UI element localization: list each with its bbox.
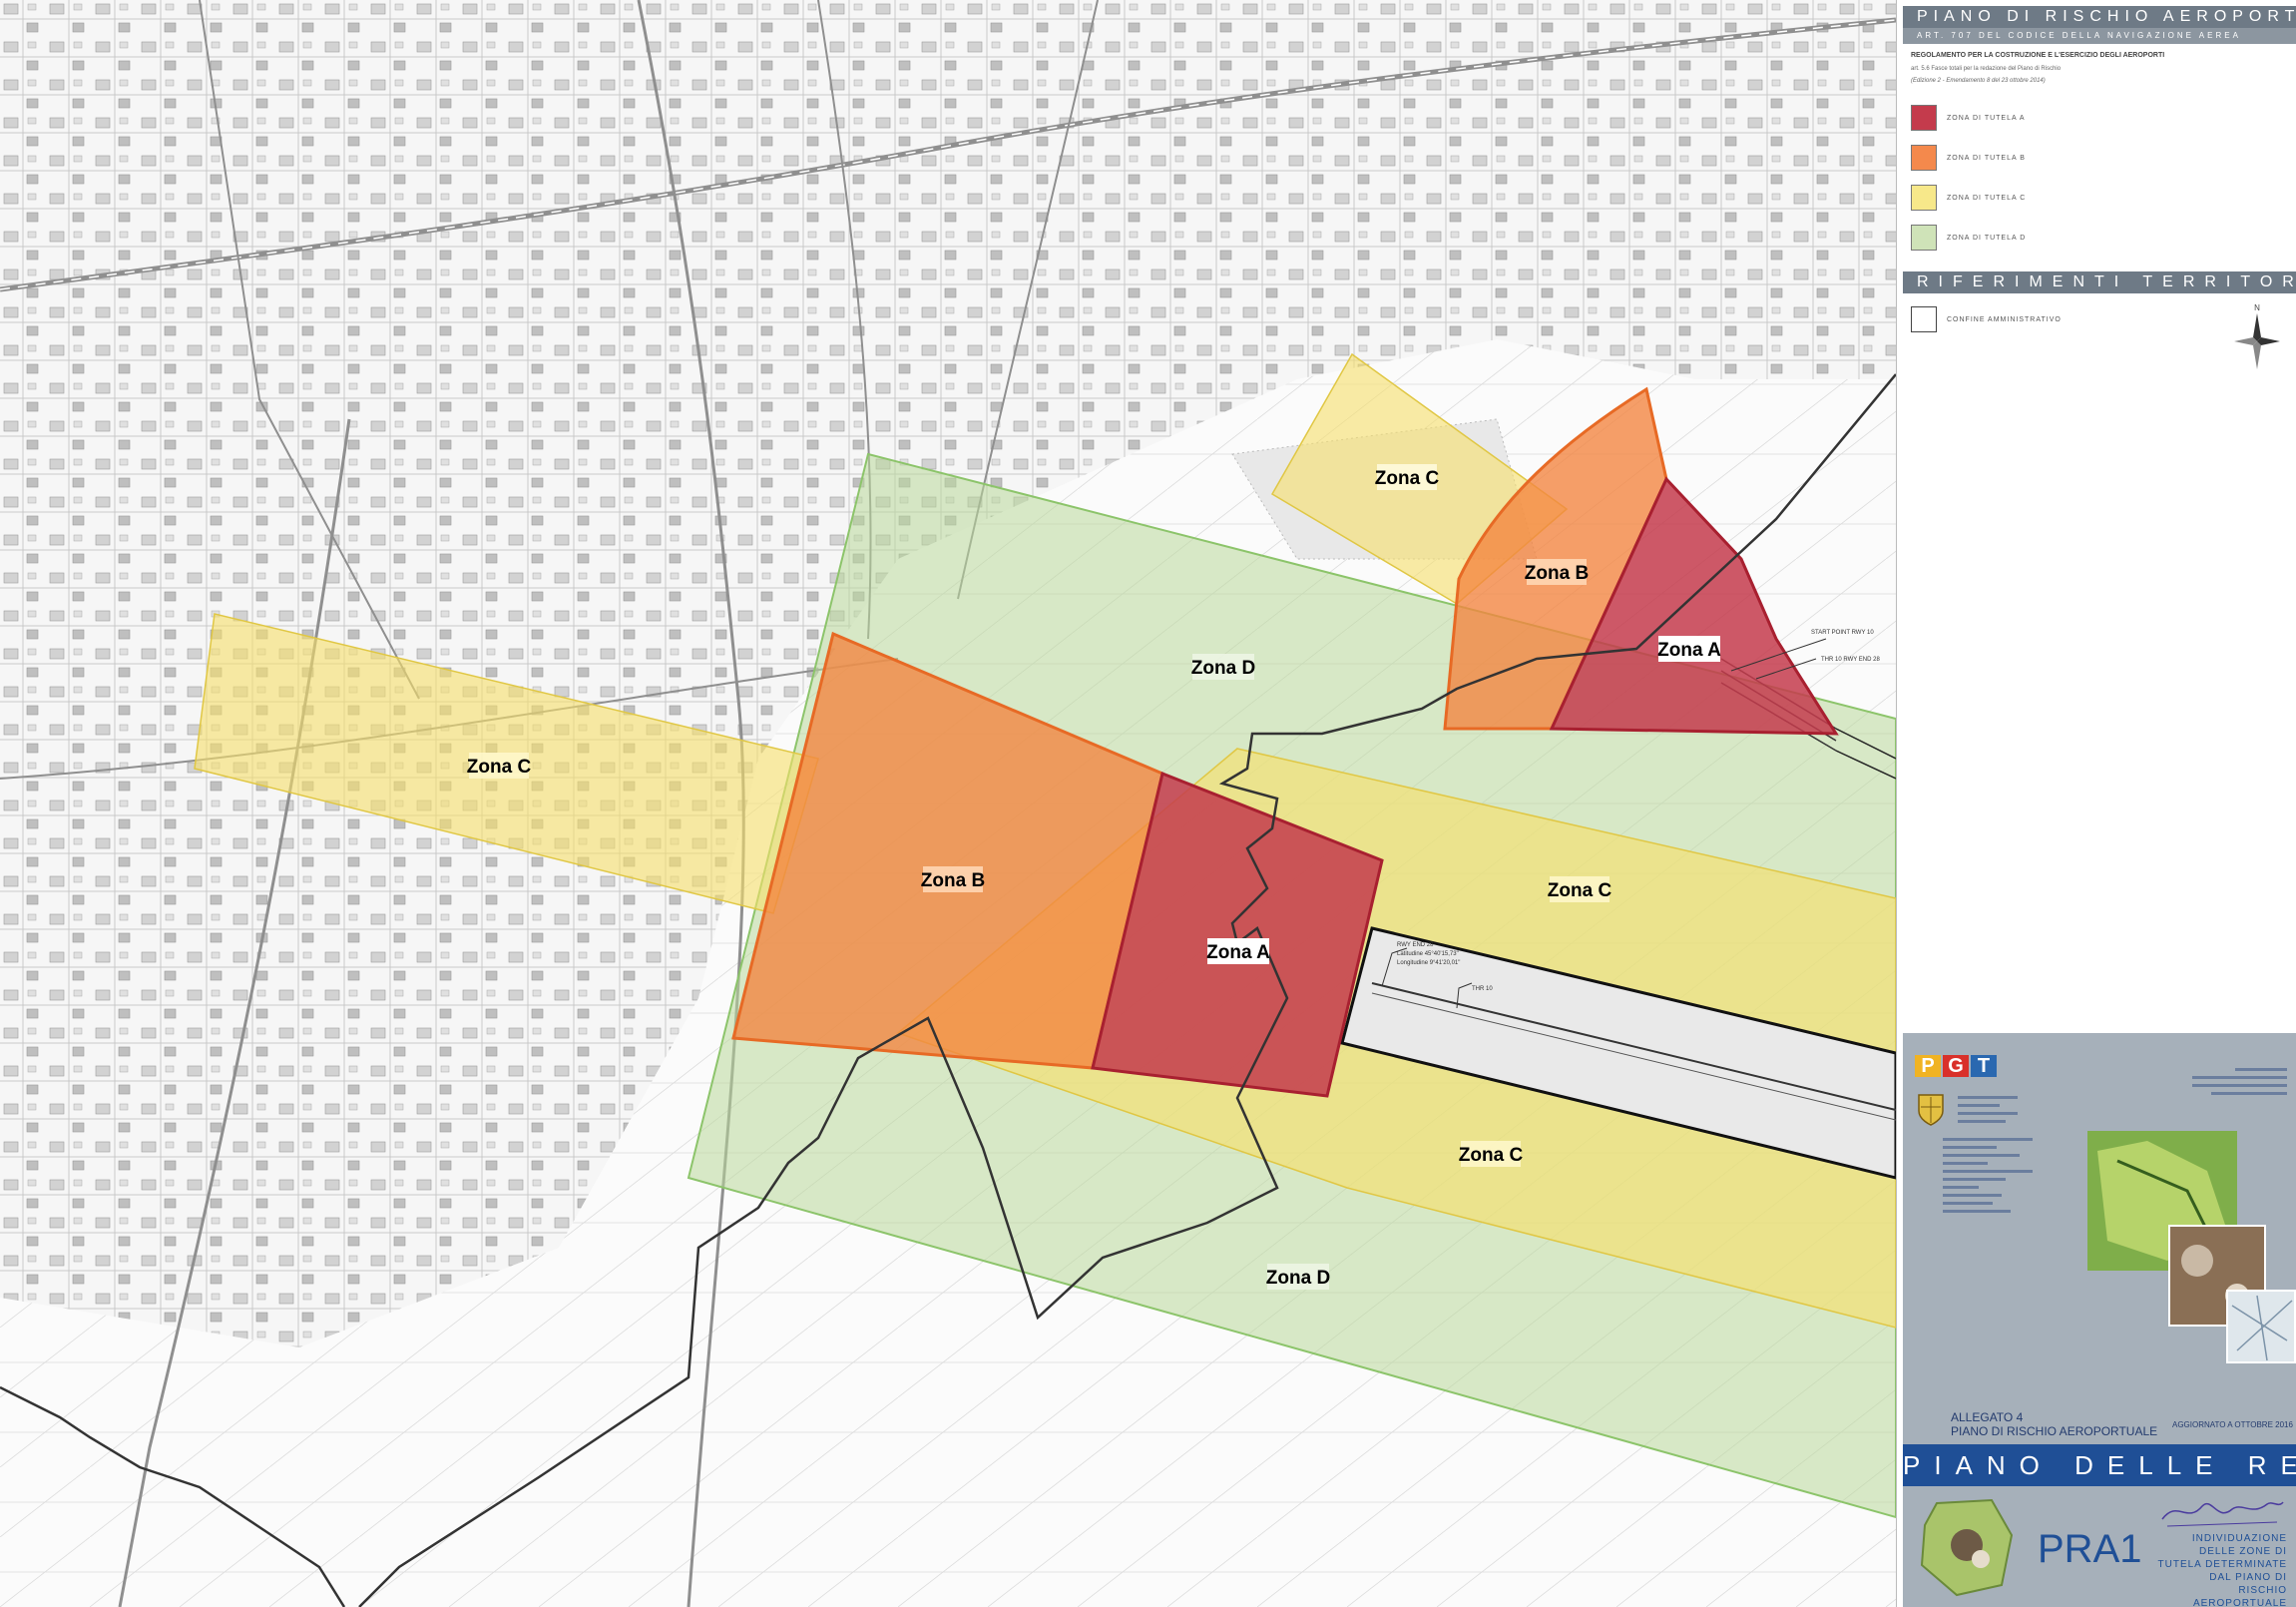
allegato-label: ALLEGATO 4 — [1951, 1410, 2024, 1424]
title-card: P G T — [1903, 1033, 2296, 1607]
north-letter: N — [2254, 303, 2260, 312]
north-arrow-icon: N — [2234, 303, 2280, 369]
logo-letter-t: T — [1971, 1055, 1997, 1077]
legend-item-zona-d: ZONA DI TUTELA D — [1911, 224, 2026, 252]
zone-label-a-center: Zona A — [1206, 942, 1270, 963]
runway-edge-line — [1371, 992, 1896, 1121]
logo-letter-p: P — [1915, 1055, 1941, 1077]
card-decoration-lines — [1958, 1091, 2018, 1128]
legend-panel: PIANO DI RISCHIO AEROPORTUALE ART. 707 D… — [1896, 0, 2296, 1607]
legend-swatch-zona-a — [1911, 105, 1937, 131]
zone-label-c-east-lower: Zona C — [1459, 1145, 1524, 1166]
legend-swatch-zona-d — [1911, 225, 1937, 251]
zone-label-c-west: Zona C — [467, 757, 532, 778]
legend-item-zona-b: ZONA DI TUTELA B — [1911, 144, 2026, 172]
runway-threshold-note: RWY END 28 — [1397, 942, 1434, 948]
regulation-line-2: (Edizione 2 - Emendamento 8 del 23 ottob… — [1911, 78, 2046, 84]
plan-title-band: PIANO DELLE REGOLE — [1903, 1444, 2296, 1486]
zone-label-a-northeast: Zona A — [1657, 640, 1721, 661]
plan-code: PRA1 — [2038, 1527, 2142, 1571]
base-map-urban-area — [0, 0, 1896, 1347]
runway-threshold-coords-2: Longitudine 9°41'20,01" — [1397, 960, 1460, 966]
legend-label-zona-c: ZONA DI TUTELA C — [1947, 194, 2027, 202]
runway-centerline — [1371, 982, 1896, 1111]
runway-extension-line — [1835, 728, 1896, 780]
legend-label-boundary: CONFINE AMMINISTRATIVO — [1947, 315, 2062, 323]
regulation-line-1: art. 5.6 Fasce totali per la redazione d… — [1911, 66, 2062, 72]
thumbnail-maps — [2087, 1131, 2296, 1363]
legend-swatch-boundary — [1911, 306, 1937, 332]
update-date: AGGIORNATO A OTTOBRE 2016 — [2172, 1420, 2293, 1429]
plan-description: INDIVIDUAZIONE DELLE ZONE DI TUTELA DETE… — [2157, 1533, 2287, 1607]
legend-label-zona-d: ZONA DI TUTELA D — [1947, 234, 2027, 242]
card-municipality-lines — [2192, 1063, 2287, 1100]
zone-label-d-center: Zona D — [1191, 658, 1255, 679]
map-canvas: RWY END 28 Latitudine 45°40'15,73" Longi… — [0, 0, 1896, 1607]
administrative-boundary-west — [0, 1385, 346, 1607]
logo-letter-g: G — [1943, 1055, 1969, 1077]
legend-label-zona-a: ZONA DI TUTELA A — [1947, 114, 2026, 122]
zone-label-d-south: Zona D — [1266, 1268, 1330, 1289]
municipality-thumbnail — [1920, 1498, 2014, 1597]
allegato-title: PIANO DI RISCHIO AEROPORTUALE — [1951, 1424, 2158, 1438]
runway-end-note: THR 10 RWY END 28 — [1821, 657, 1880, 663]
legend-swatch-zona-c — [1911, 185, 1937, 211]
panel-subtitle: ART. 707 DEL CODICE DELLA NAVIGAZIONE AE… — [1903, 28, 2296, 44]
runway-threshold-coords-1: Latitudine 45°40'15,73" — [1397, 951, 1459, 957]
card-credits-lines — [1943, 1133, 2033, 1218]
regulation-heading: REGOLAMENTO PER LA COSTRUZIONE E L'ESERC… — [1911, 52, 2165, 59]
zone-a-northeast — [1549, 476, 1839, 736]
zone-a-center — [1091, 771, 1384, 1098]
administrative-boundary — [358, 373, 1896, 1607]
runway-thr-label: THR 10 — [1472, 986, 1493, 992]
legend-item-boundary: CONFINE AMMINISTRATIVO — [1911, 305, 2062, 333]
runway-start-note: START POINT RWY 10 — [1811, 630, 1874, 636]
legend-item-zona-c: ZONA DI TUTELA C — [1911, 184, 2026, 212]
references-title: RIFERIMENTI TERRITORIALI — [1903, 271, 2296, 293]
zone-label-c-east-upper: Zona C — [1548, 880, 1612, 901]
legend-label-zona-b: ZONA DI TUTELA B — [1947, 154, 2026, 162]
legend-swatch-zona-b — [1911, 145, 1937, 171]
municipal-crest-icon — [1918, 1094, 1944, 1126]
zone-labels: Zona C Zona B Zona A Zona D Zona C Zona … — [467, 464, 1721, 1290]
zone-label-c-north: Zona C — [1375, 468, 1440, 489]
handwritten-signature — [2161, 1501, 2284, 1527]
zone-label-b-northeast: Zona B — [1525, 563, 1589, 584]
zone-label-b-center: Zona B — [921, 870, 985, 891]
legend-item-zona-a: ZONA DI TUTELA A — [1911, 104, 2026, 132]
panel-title: PIANO DI RISCHIO AEROPORTUALE — [1903, 6, 2296, 28]
runway-annotations — [1381, 638, 1827, 1009]
